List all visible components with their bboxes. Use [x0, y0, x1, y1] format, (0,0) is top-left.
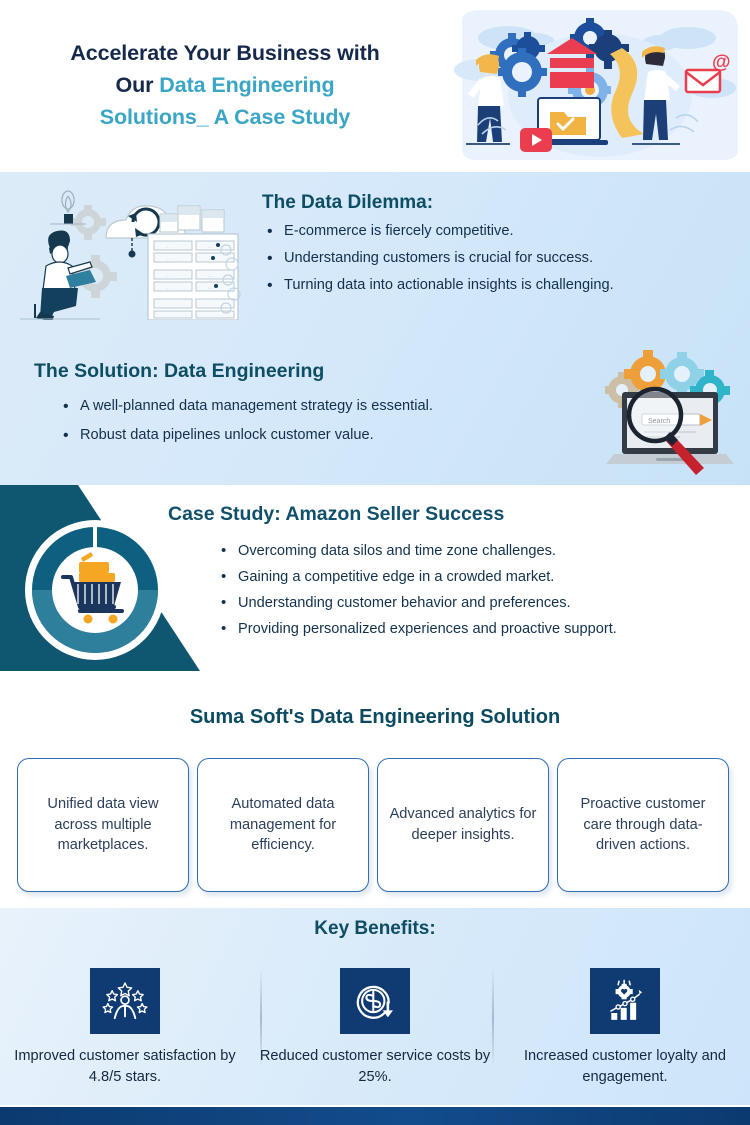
hero-line-3: Solutions_ A Case Study [99, 104, 351, 129]
list-item: Providing personalized experiences and p… [218, 619, 748, 640]
laptop-magnifier-search-illustration: Search [600, 342, 740, 477]
suma-solution-heading: Suma Soft's Data Engineering Solution [189, 706, 561, 728]
list-item: Robust data pipelines unlock customer va… [58, 425, 574, 447]
list-item: Overcoming data silos and time zone chal… [218, 541, 748, 562]
list-item: Gaining a competitive edge in a crowded … [218, 567, 748, 588]
dollar-refund-arrow-icon [340, 968, 410, 1034]
svg-text:...: ... [208, 244, 211, 249]
data-server-cloud-illustration: ...... ...... ...... ...... [20, 188, 245, 322]
hero-line-2-accent: Data Engineering [159, 73, 335, 98]
list-item: Turning data into actionable insights is… [262, 275, 732, 297]
list-item: Understanding customers is crucial for s… [262, 248, 732, 270]
svg-text:@: @ [712, 52, 731, 73]
solution-card[interactable]: Automated data management for efficiency… [197, 758, 369, 892]
shopping-cart-icon [61, 552, 124, 624]
svg-text:...: ... [208, 273, 211, 278]
hero-line-2: Our Data Engineering [20, 70, 430, 102]
benefit-text: Improved customer satisfaction by 4.8/5 … [14, 1048, 236, 1085]
dilemma-text-block: The Data Dilemma: E-commerce is fiercely… [262, 192, 732, 303]
benefit-item: Reduced customer service costs by 25%. [250, 968, 500, 1087]
svg-text:...: ... [208, 256, 211, 261]
benefits-divider [492, 968, 494, 1068]
list-item: Understanding customer behavior and pref… [218, 593, 748, 614]
dilemma-heading: The Data Dilemma: [262, 192, 434, 213]
case-study-medallion [23, 518, 167, 662]
solution-card[interactable]: Advanced analytics for deeper insights. [377, 758, 549, 892]
footer-bar-inner [0, 1107, 750, 1125]
benefit-item: Improved customer satisfaction by 4.8/5 … [0, 968, 250, 1087]
search-illustration-label: Search [648, 418, 670, 425]
hero-section: Accelerate Your Business with Our Data E… [0, 0, 750, 172]
svg-text:...: ... [166, 273, 169, 278]
solution-card[interactable]: Proactive customer care through data-dri… [557, 758, 729, 892]
dilemma-bullet-list: E-commerce is fiercely competitive. Unde… [262, 221, 732, 297]
solution-text-block: The Solution: Data Engineering A well-pl… [34, 360, 574, 455]
svg-text:...: ... [166, 244, 169, 249]
svg-text:...: ... [208, 285, 211, 290]
business-teamwork-illustration: @ [450, 0, 750, 172]
benefit-item: Increased customer loyalty and engagemen… [500, 968, 750, 1087]
person-with-stars-icon [90, 968, 160, 1034]
list-item: E-commerce is fiercely competitive. [262, 221, 732, 243]
svg-text:...: ... [166, 285, 169, 290]
key-benefits-row: Improved customer satisfaction by 4.8/5 … [0, 968, 750, 1087]
solution-bullet-list: A well-planned data management strategy … [58, 396, 574, 447]
page-title: Accelerate Your Business with Our Data E… [0, 38, 430, 133]
growth-chart-heart-icon [590, 968, 660, 1034]
benefit-text: Reduced customer service costs by 25%. [259, 1048, 491, 1085]
benefits-divider [260, 968, 262, 1068]
key-benefits-heading: Key Benefits: [314, 918, 436, 939]
case-study-text-block: Case Study: Amazon Seller Success Overco… [168, 503, 748, 646]
case-study-bullet-list: Overcoming data silos and time zone chal… [218, 541, 748, 640]
benefit-text: Increased customer loyalty and engagemen… [524, 1048, 726, 1085]
solution-card[interactable]: Unified data view across multiple market… [17, 758, 189, 892]
list-item: A well-planned data management strategy … [58, 396, 574, 418]
suma-solution-card-row: Unified data view across multiple market… [17, 758, 733, 892]
solution-heading: The Solution: Data Engineering [34, 360, 325, 382]
footer-bar [0, 1107, 750, 1125]
case-study-heading: Case Study: Amazon Seller Success [168, 503, 505, 525]
svg-text:...: ... [166, 256, 169, 261]
hero-line-2-plain: Our [115, 73, 160, 98]
hero-line-1: Accelerate Your Business with [70, 41, 380, 66]
